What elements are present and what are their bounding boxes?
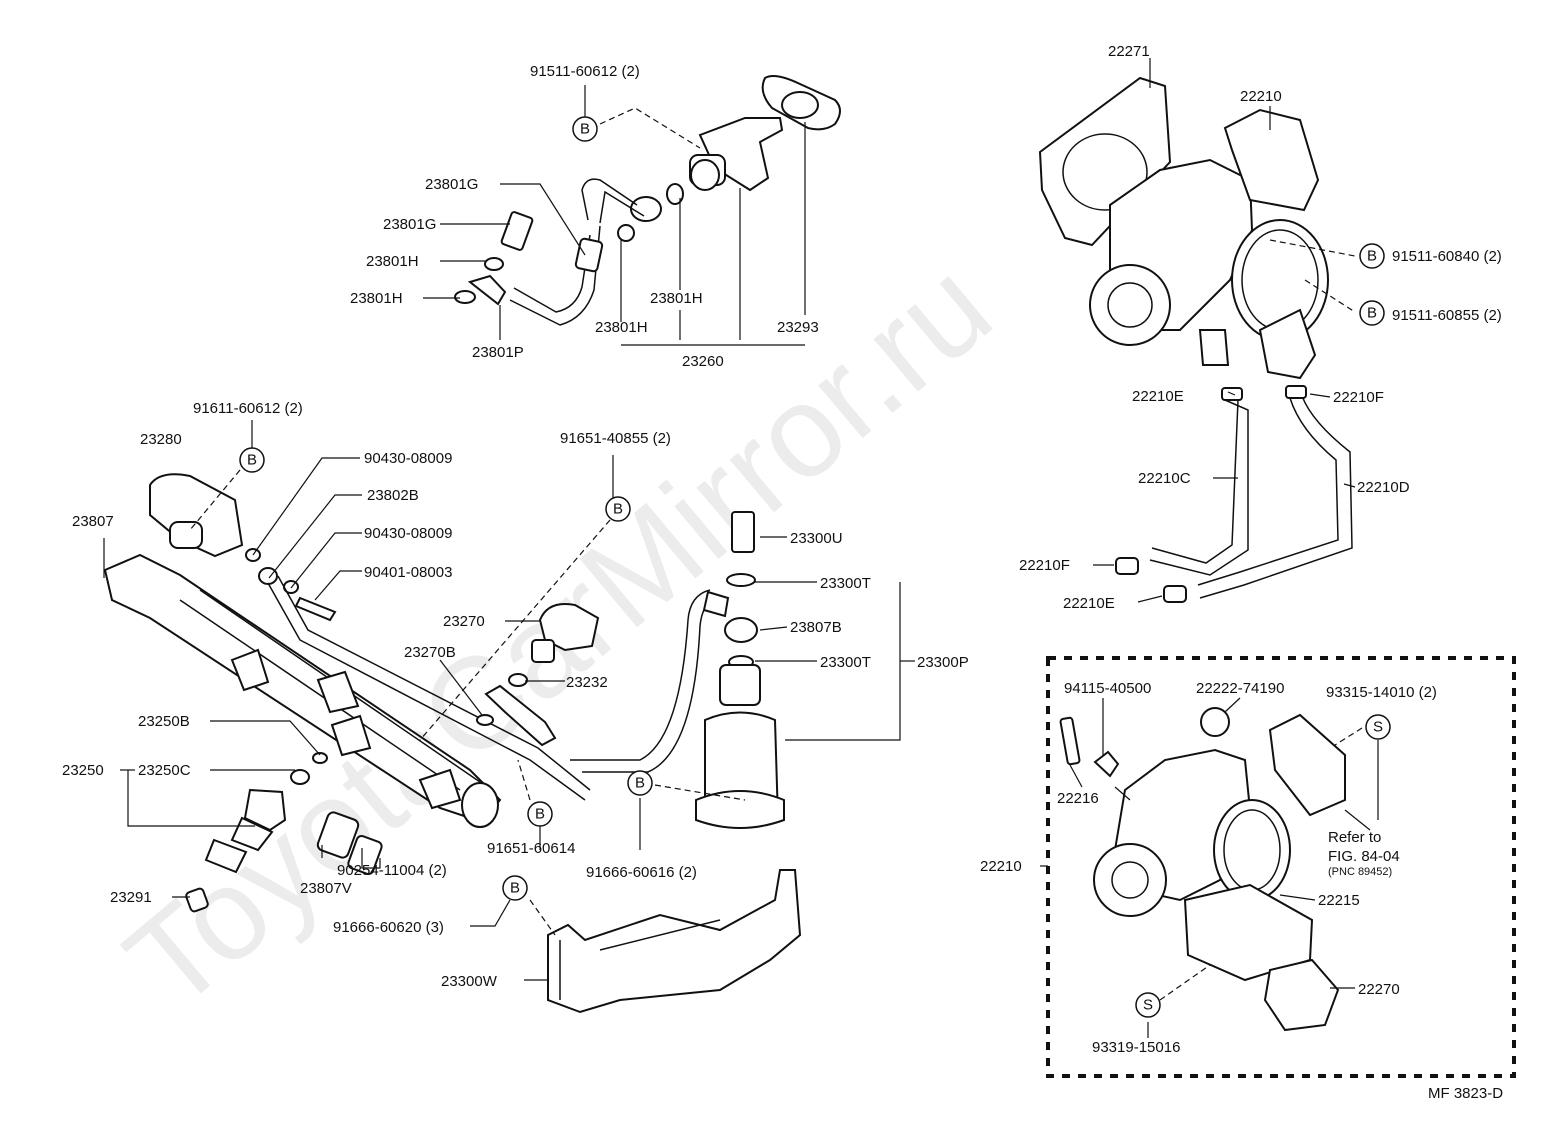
bolt-marker: B — [239, 447, 265, 473]
part-label: 23801G — [425, 176, 478, 193]
part-label: 23300T — [820, 654, 871, 671]
bypass-hoses-drawing — [1115, 385, 1353, 603]
part-label: 91666-60620 (3) — [333, 919, 444, 936]
part-label: 23280 — [140, 431, 182, 448]
pressure-regulator-drawing — [454, 75, 841, 326]
part-label: 22210F — [1019, 557, 1070, 574]
part-label: 23291 — [110, 889, 152, 906]
part-label: 23300P — [917, 654, 969, 671]
figure-id: MF 3823-D — [1428, 1085, 1503, 1102]
part-label: 23250C — [138, 762, 191, 779]
bracket-drawing — [547, 869, 802, 1014]
throttle-body-drawing — [1038, 76, 1329, 380]
part-label: 23293 — [777, 319, 819, 336]
reference-note-line3: (PNC 89452) — [1328, 866, 1392, 878]
part-label: 91611-60612 (2) — [193, 400, 303, 417]
part-label: 93319-15016 — [1092, 1039, 1180, 1056]
vsv-drawing — [476, 603, 600, 747]
part-label: 23801H — [595, 319, 648, 336]
part-label: 23260 — [682, 353, 724, 370]
svg-text:B: B — [535, 806, 545, 823]
leader-lines — [103, 58, 1379, 1038]
inset-frame — [1046, 656, 1516, 1078]
part-label: 22210E — [1063, 595, 1115, 612]
part-label: 23807V — [300, 880, 352, 897]
bolt-marker: B — [605, 496, 631, 522]
part-label: 91666-60616 (2) — [586, 864, 697, 881]
part-label: 91511-60840 (2) — [1392, 248, 1502, 265]
part-label: 91651-60614 — [487, 840, 575, 857]
part-label: 90401-08003 — [364, 564, 452, 581]
part-label: 22210D — [1357, 479, 1410, 496]
svg-text:S: S — [1373, 719, 1383, 736]
part-label: 23801P — [472, 344, 524, 361]
part-label: 23300W — [441, 973, 498, 990]
screw-marker: S — [1365, 714, 1391, 740]
part-label: 22222-74190 — [1196, 680, 1284, 697]
part-label: 23270B — [404, 644, 456, 661]
part-label: 22216 — [1057, 790, 1099, 807]
part-label: 22271 — [1108, 43, 1150, 60]
part-label: 23807 — [72, 513, 114, 530]
svg-text:B: B — [1367, 248, 1377, 265]
reference-note-line2: FIG. 84-04 — [1328, 848, 1400, 865]
part-label: 23300U — [790, 530, 843, 547]
part-label: 22215 — [1318, 892, 1360, 909]
svg-text:B: B — [635, 775, 645, 792]
bolt-marker: B — [502, 875, 528, 901]
part-label: 22210E — [1132, 388, 1184, 405]
return-line-drawing — [267, 575, 591, 801]
inset-throttle-body-drawing — [1059, 707, 1346, 1032]
part-label: 90430-08009 — [364, 525, 452, 542]
part-label: 23802B — [367, 487, 419, 504]
part-label: 23270 — [443, 613, 485, 630]
part-label: 94115-40500 — [1064, 680, 1151, 697]
part-label: 23250 — [62, 762, 104, 779]
bolt-marker: B — [572, 116, 598, 142]
reference-note-line1: Refer to — [1328, 829, 1381, 846]
svg-text:B: B — [1367, 305, 1377, 322]
svg-text:B: B — [247, 452, 257, 469]
part-label: 22210C — [1138, 470, 1191, 487]
fuel-pump-drawing — [570, 511, 785, 829]
svg-text:B: B — [613, 501, 623, 518]
bolt-marker: B — [1359, 243, 1385, 269]
svg-text:S: S — [1143, 997, 1153, 1014]
part-label: 22210 — [980, 858, 1022, 875]
part-label: 90254-11004 (2) — [337, 862, 447, 879]
part-label: 23801H — [650, 290, 703, 307]
svg-text:B: B — [580, 121, 590, 138]
fuel-rail-drawing — [103, 553, 502, 828]
part-label: 90430-08009 — [364, 450, 452, 467]
part-label: 23801H — [366, 253, 419, 270]
part-label: 22210 — [1240, 88, 1282, 105]
part-label: 91511-60612 (2) — [530, 63, 640, 80]
screw-marker: S — [1135, 992, 1161, 1018]
part-label: 23807B — [790, 619, 842, 636]
bolt-marker: B — [527, 801, 553, 827]
part-label: 93315-14010 (2) — [1326, 684, 1437, 701]
bolt-marker: B — [627, 770, 653, 796]
part-label: 91651-40855 (2) — [560, 430, 671, 447]
part-label: 23300T — [820, 575, 871, 592]
part-label: 22270 — [1358, 981, 1400, 998]
part-label: 23801G — [383, 216, 436, 233]
part-label: 23801H — [350, 290, 403, 307]
bolt-marker: B — [1359, 300, 1385, 326]
part-label: 91511-60855 (2) — [1392, 307, 1502, 324]
part-label: 22210F — [1333, 389, 1384, 406]
part-label: 23250B — [138, 713, 190, 730]
part-label: 23232 — [566, 674, 608, 691]
svg-text:B: B — [510, 880, 520, 897]
